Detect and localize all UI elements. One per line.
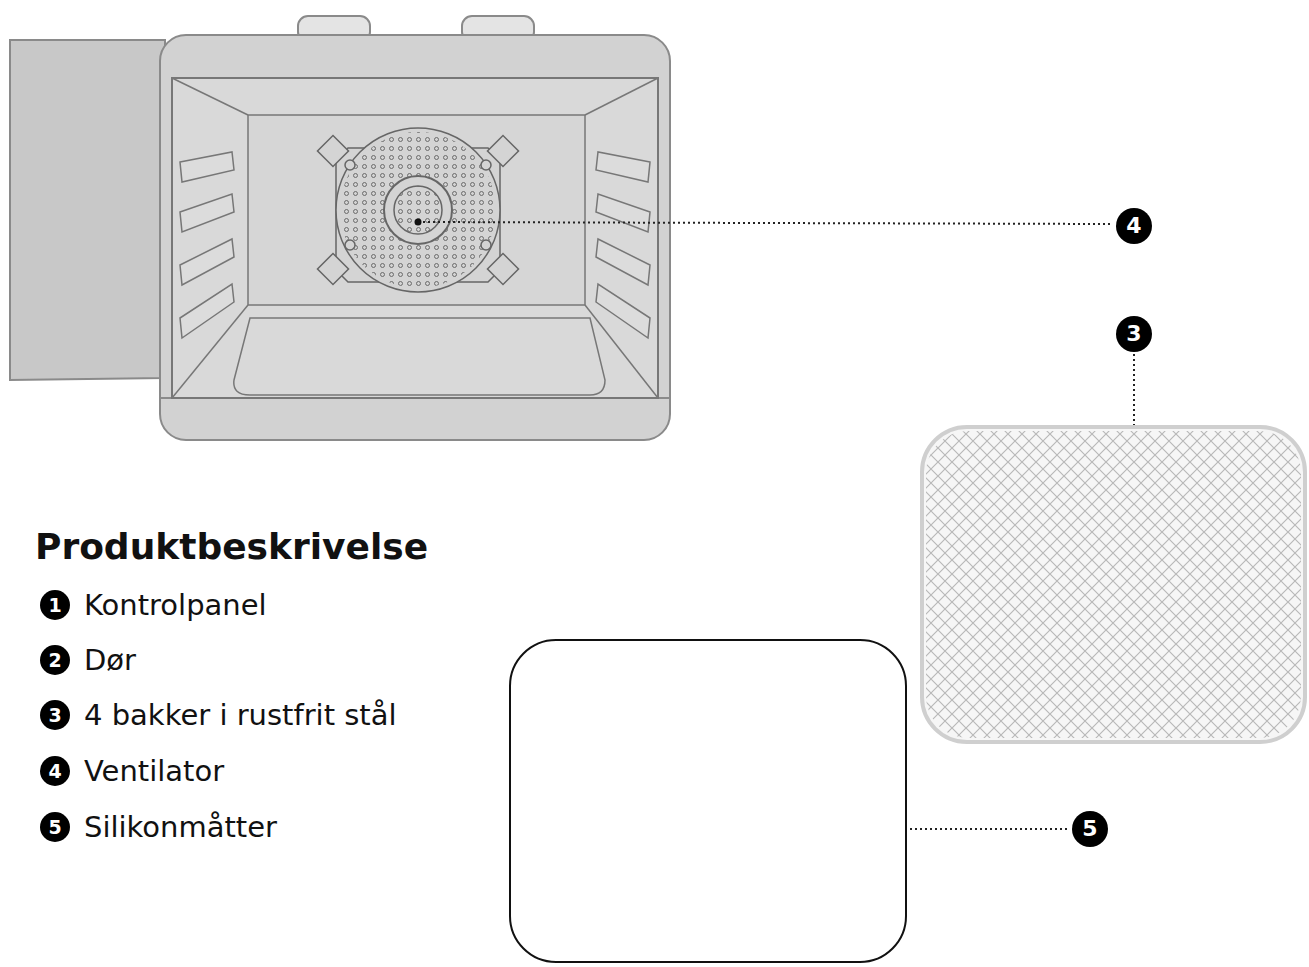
drip-tray bbox=[234, 318, 605, 395]
part-name: Ventilator bbox=[84, 753, 224, 789]
part-name: Silikonmåtter bbox=[84, 809, 277, 845]
callout-number: 3 bbox=[1116, 316, 1152, 352]
fan bbox=[317, 128, 518, 294]
part-name: Dør bbox=[84, 642, 136, 678]
part-name: Kontrolpanel bbox=[84, 587, 267, 623]
heading: Produktbeskrivelse bbox=[35, 526, 428, 567]
callout-number: 5 bbox=[1072, 811, 1108, 847]
callout-number: 1 bbox=[40, 590, 70, 620]
callout-number: 3 bbox=[40, 700, 70, 730]
mesh-tray bbox=[922, 427, 1305, 742]
callout-number: 5 bbox=[40, 812, 70, 842]
callout-number: 2 bbox=[40, 645, 70, 675]
leader-dot bbox=[415, 219, 422, 226]
silicone-mat bbox=[510, 640, 906, 962]
cavity bbox=[172, 78, 658, 398]
callout-number: 4 bbox=[40, 756, 70, 786]
callout-number: 4 bbox=[1116, 208, 1152, 244]
part-name: 4 bakker i rustfrit stål bbox=[84, 697, 397, 733]
mesh-texture bbox=[926, 431, 1301, 738]
door bbox=[10, 40, 165, 380]
back-wall bbox=[248, 115, 585, 305]
housing bbox=[160, 35, 670, 440]
